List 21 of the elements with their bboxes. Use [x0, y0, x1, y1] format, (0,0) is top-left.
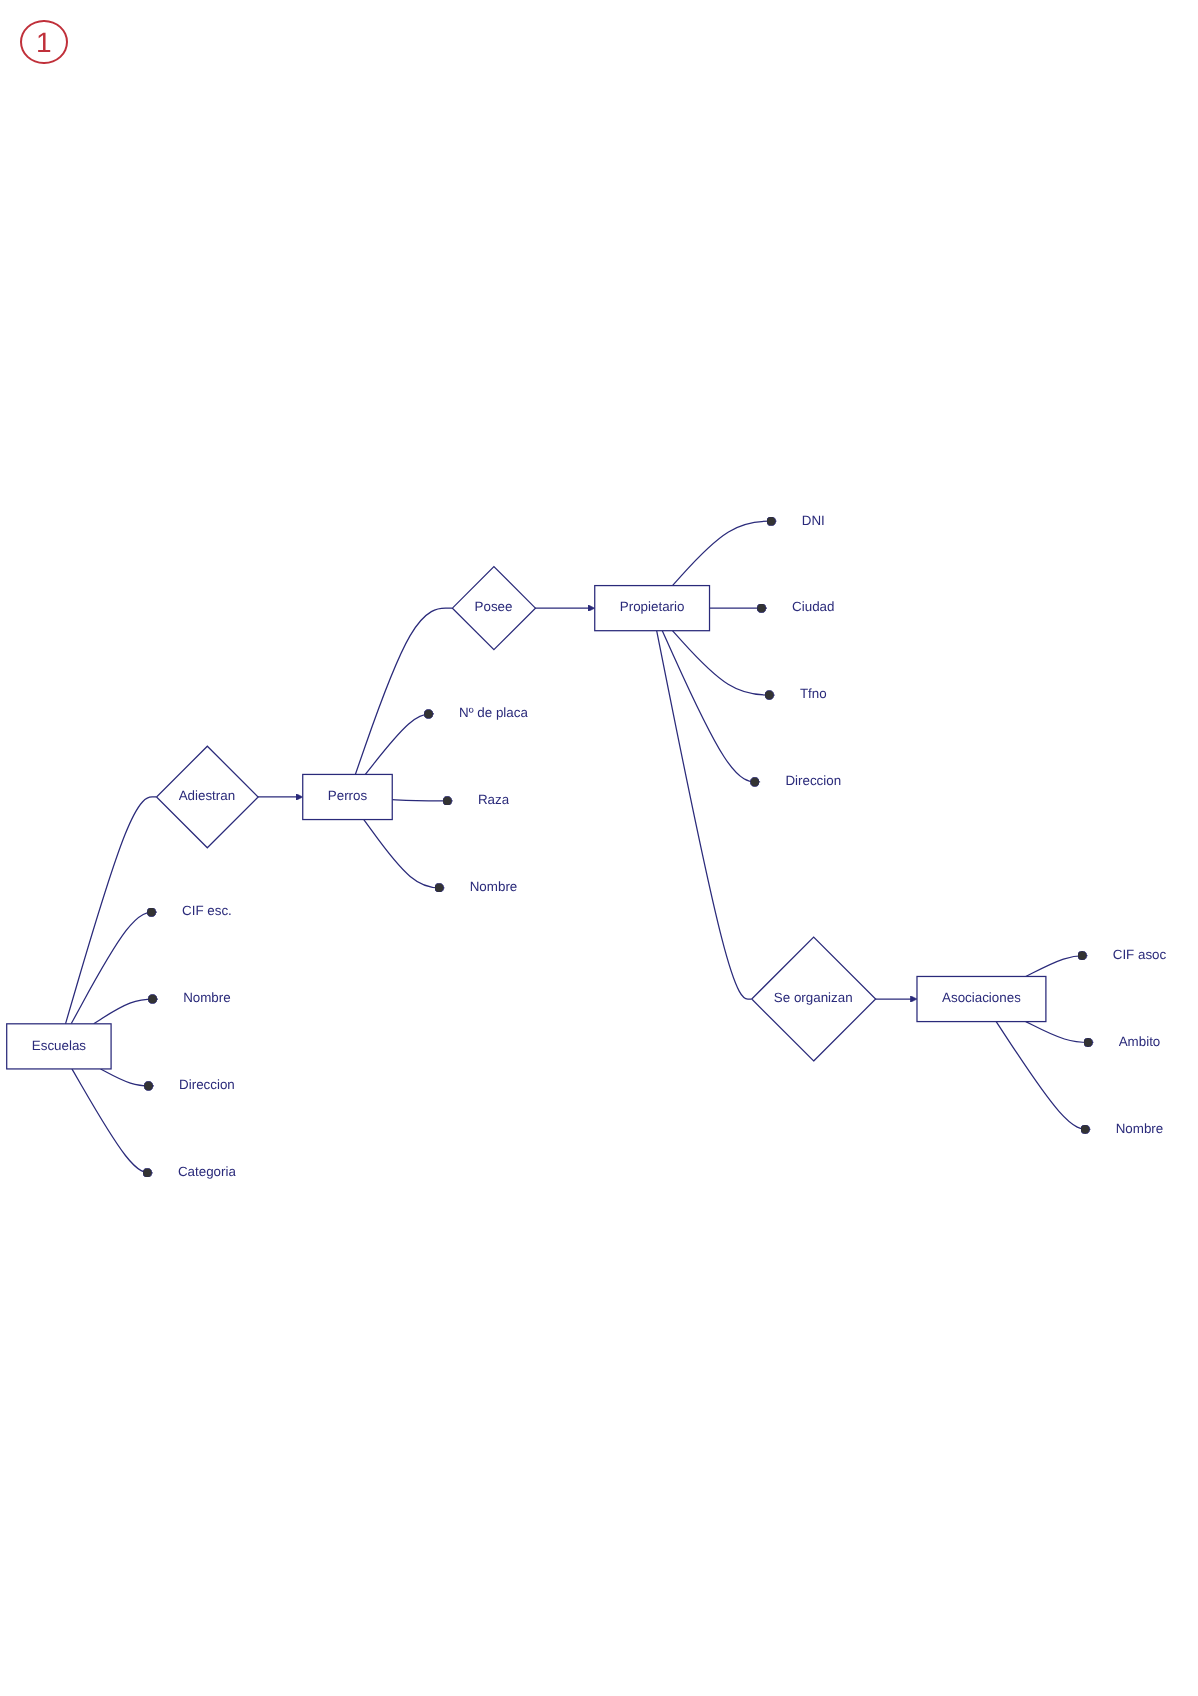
connector [364, 709, 435, 777]
connector [995, 1021, 1092, 1136]
connector [656, 631, 752, 1001]
note-number: 1 [20, 20, 68, 64]
connector [64, 797, 157, 1026]
arrow [534, 605, 596, 613]
connector [363, 819, 446, 894]
connector [1025, 951, 1089, 979]
connector [708, 604, 768, 615]
arrow [257, 794, 304, 802]
connector [70, 908, 158, 1026]
connector [391, 796, 454, 807]
arrow [874, 996, 918, 1004]
connector [671, 517, 778, 588]
connector [354, 608, 453, 777]
connector [71, 1069, 154, 1179]
connector [99, 1069, 155, 1092]
connector [1025, 1021, 1095, 1049]
connector [671, 631, 776, 702]
connector [93, 994, 159, 1026]
connector [661, 631, 761, 788]
